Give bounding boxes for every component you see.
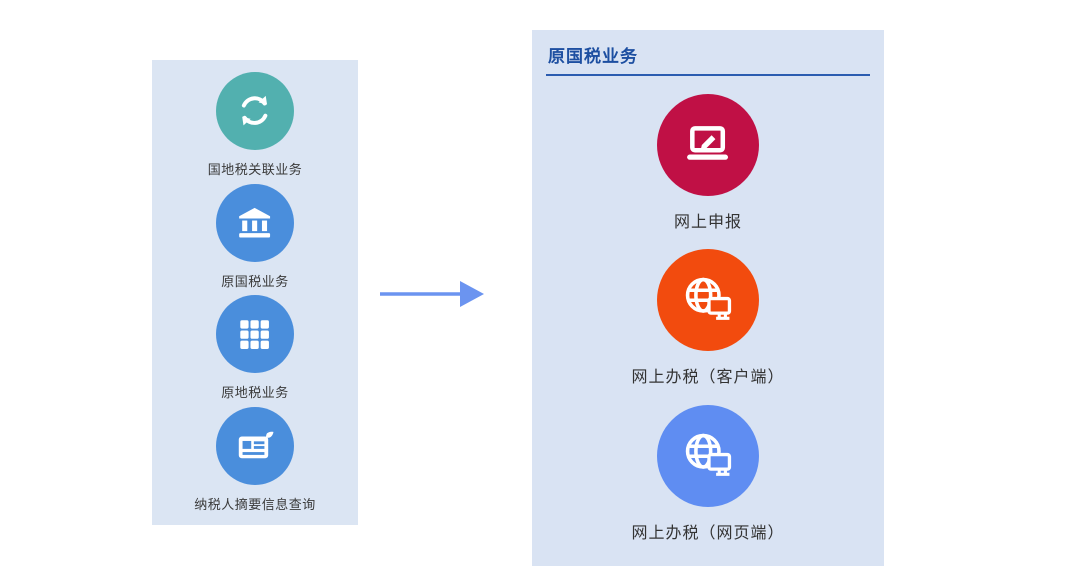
detail-item-label: 网上办税（网页端） bbox=[631, 522, 785, 542]
menu-item-label: 原国税业务 bbox=[221, 274, 289, 290]
left-menu-panel: 国地税关联业务 原国税业务 bbox=[152, 60, 358, 525]
menu-item-label: 原地税业务 bbox=[221, 386, 289, 402]
detail-item-online-tax-client[interactable]: 网上办税（客户端） bbox=[631, 249, 784, 387]
menu-item-former-state-tax[interactable]: 原国税业务 bbox=[216, 183, 294, 290]
globe-computer-icon bbox=[656, 404, 759, 507]
sync-icon bbox=[215, 71, 294, 150]
menu-item-former-local-tax[interactable]: 原地税业务 bbox=[216, 295, 294, 401]
panel-title-underline: 原国税业务 bbox=[546, 40, 870, 76]
menu-item-taxpayer-summary-query[interactable]: 纳税人摘要信息查询 bbox=[194, 407, 316, 513]
bank-icon bbox=[216, 183, 294, 262]
menu-item-joint-state-local-tax[interactable]: 国地税关联业务 bbox=[207, 71, 303, 178]
right-arrow-icon bbox=[380, 281, 484, 307]
menu-item-label: 国地税关联业务 bbox=[207, 162, 303, 178]
detail-item-label: 网上申报 bbox=[673, 211, 742, 231]
detail-item-online-declaration[interactable]: 网上申报 bbox=[657, 93, 759, 232]
menu-item-label: 纳税人摘要信息查询 bbox=[194, 498, 316, 514]
detail-items: 网上申报 网上办税（客户端） bbox=[546, 76, 870, 560]
panel-title: 原国税业务 bbox=[548, 47, 638, 67]
right-detail-panel: 原国税业务 网上申报 bbox=[532, 30, 884, 566]
detail-item-online-tax-web[interactable]: 网上办税（网页端） bbox=[631, 404, 785, 543]
id-card-icon bbox=[215, 407, 294, 486]
detail-item-label: 网上办税（客户端） bbox=[631, 367, 785, 386]
globe-computer-icon bbox=[656, 249, 759, 351]
laptop-pencil-icon bbox=[657, 93, 759, 196]
grid-icon bbox=[216, 295, 294, 374]
